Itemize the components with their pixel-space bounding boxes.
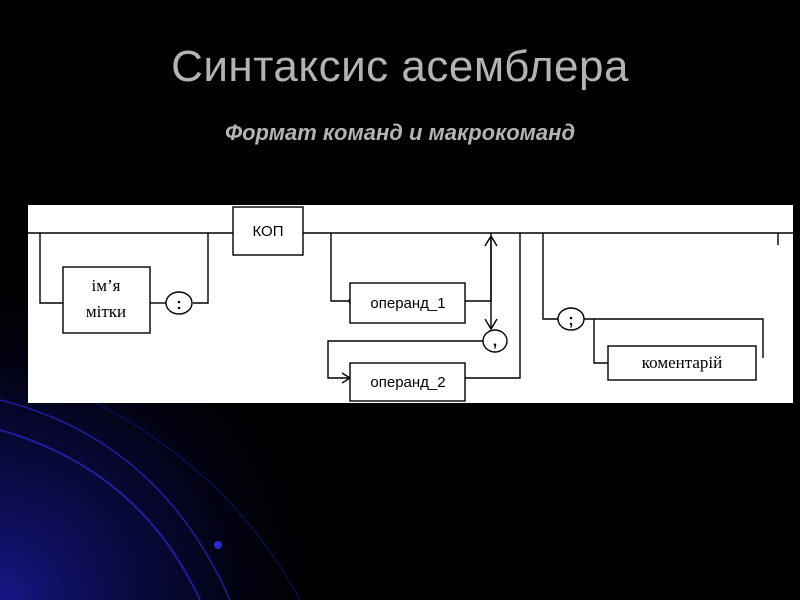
operand2-label: операнд_2: [370, 374, 445, 391]
comment-box: [607, 345, 757, 381]
operand-branch: [330, 233, 350, 302]
loop-arrow-up: [484, 234, 498, 247]
colon-symbol-circle: [165, 291, 193, 315]
operand1-label: операнд_1: [370, 295, 445, 312]
comment-loop: [584, 318, 764, 358]
comment-loop-inner: [593, 319, 608, 364]
slide-title: Синтаксис асемблера: [171, 42, 629, 91]
opcode-label: КОП: [252, 223, 283, 240]
label-name-box: [62, 266, 151, 334]
loop-arrow-down: [484, 318, 498, 331]
comment-label: коментарій: [642, 353, 722, 372]
comma-symbol: ,: [493, 333, 497, 350]
label-branch: [39, 233, 63, 304]
syntax-diagram: ім’я мітки : КОП операнд_1 , операнд_2 ;…: [28, 205, 793, 403]
semicolon-symbol: ;: [568, 312, 573, 329]
operand2-box: [349, 362, 466, 402]
slide-subtitle: Формат команд и макрокоманд: [224, 120, 576, 145]
comment-branch: [542, 233, 558, 320]
colon-symbol: :: [176, 296, 181, 313]
operand2-branch: [327, 340, 483, 379]
operand2-return: [465, 233, 521, 379]
label-branch-return: [193, 233, 209, 304]
label-name-line2: мітки: [86, 302, 126, 321]
operand1-box: [349, 282, 466, 324]
label-name-line1: ім’я: [92, 276, 121, 295]
opcode-box: [232, 206, 304, 256]
